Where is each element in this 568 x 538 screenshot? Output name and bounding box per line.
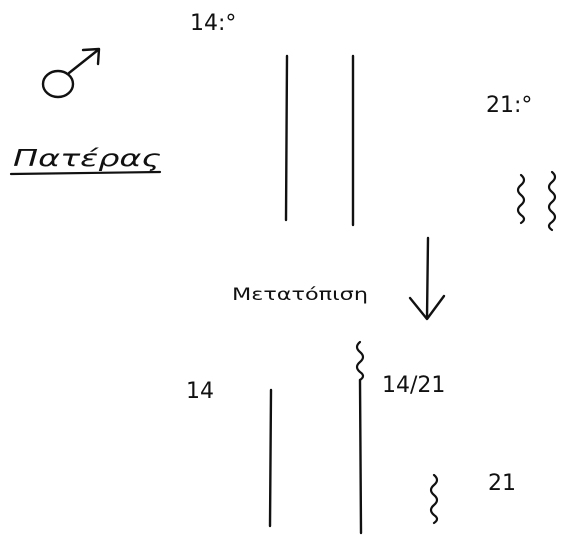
chromosome-14-21-squiggle	[355, 340, 365, 382]
chr14-bottom-label: 14	[186, 379, 214, 404]
chromosome-21-squiggle-right	[547, 170, 557, 232]
down-arrow-icon	[408, 236, 446, 321]
chr14-top-label: 14:°	[190, 11, 236, 36]
chr14-21-label: 14/21	[382, 373, 445, 398]
title-label: Πατέρας	[13, 146, 161, 172]
chromosome-14-line-left	[284, 54, 289, 222]
chr21-top-label: 21:°	[486, 93, 532, 118]
chromosome-14-bottom-line	[268, 388, 273, 528]
chromosome-21-bottom-squiggle	[429, 473, 439, 525]
chromosome-21-squiggle-left	[516, 173, 526, 225]
chr21-bottom-label: 21	[488, 471, 516, 496]
process-label: Μετατόπιση	[232, 285, 368, 305]
title-underline	[9, 170, 162, 176]
chromosome-14-21-line	[358, 378, 363, 535]
male-symbol-icon	[41, 47, 101, 99]
